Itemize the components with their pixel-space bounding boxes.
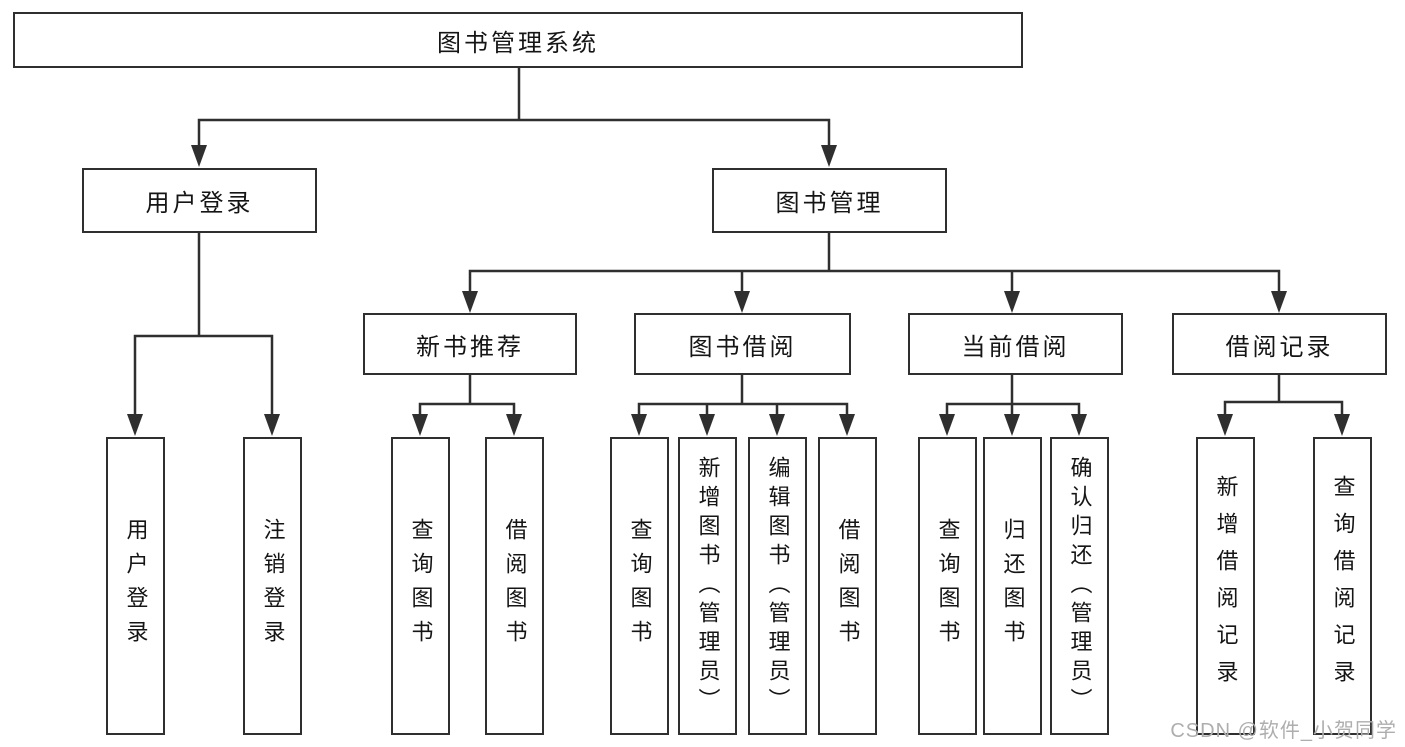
leaf-confirm-return-admin: 确认归还（管理员） — [1050, 437, 1109, 735]
node-label: 新增借阅记录 — [1213, 475, 1239, 697]
node-label: 用户登录 — [145, 190, 254, 217]
node-label: 确认归还（管理员） — [1067, 455, 1093, 717]
node-root-library-system: 图书管理系统 — [13, 12, 1023, 68]
node-label: 查询图书 — [627, 518, 653, 654]
leaf-edit-book-admin: 编辑图书（管理员） — [748, 437, 807, 735]
node-label: 图书管理 — [775, 190, 884, 217]
leaf-logout: 注销登录 — [243, 437, 302, 735]
node-label: 图书借阅 — [688, 333, 797, 361]
node-current-borrowing: 当前借阅 — [908, 313, 1123, 375]
leaf-add-borrow-record: 新增借阅记录 — [1196, 437, 1255, 735]
node-label: 图书管理系统 — [437, 29, 599, 57]
leaf-query-borrow-record: 查询借阅记录 — [1313, 437, 1372, 735]
node-book-borrowing: 图书借阅 — [634, 313, 851, 375]
node-label: 注销登录 — [260, 518, 286, 654]
node-label: 借阅记录 — [1225, 333, 1334, 361]
csdn-watermark: CSDN @软件_小贺同学 — [1170, 720, 1397, 742]
node-new-book-recommend: 新书推荐 — [363, 313, 577, 375]
node-user-login: 用户登录 — [82, 168, 317, 233]
leaf-return-books: 归还图书 — [983, 437, 1042, 735]
node-label: 借阅图书 — [835, 518, 861, 654]
node-label: 新书推荐 — [416, 333, 524, 361]
arrowheads — [127, 145, 1350, 436]
node-label: 用户登录 — [123, 518, 149, 654]
leaf-current-query-books: 查询图书 — [918, 437, 977, 735]
node-book-management: 图书管理 — [712, 168, 947, 233]
leaf-borrow-borrow-books: 借阅图书 — [818, 437, 877, 735]
leaf-user-login: 用户登录 — [106, 437, 165, 735]
node-label: 查询借阅记录 — [1330, 475, 1356, 697]
leaf-newrec-borrow-books: 借阅图书 — [485, 437, 544, 735]
node-label: 归还图书 — [1000, 518, 1026, 654]
node-label: 当前借阅 — [961, 333, 1070, 361]
node-label: 新增图书（管理员） — [695, 455, 721, 717]
node-borrow-records: 借阅记录 — [1172, 313, 1387, 375]
leaf-borrow-query-books: 查询图书 — [610, 437, 669, 735]
node-label: 查询图书 — [408, 518, 434, 654]
leaf-newrec-query-books: 查询图书 — [391, 437, 450, 735]
node-label: 查询图书 — [935, 518, 961, 654]
leaf-add-book-admin: 新增图书（管理员） — [678, 437, 737, 735]
node-label: 编辑图书（管理员） — [765, 455, 791, 717]
node-label: 借阅图书 — [502, 518, 528, 654]
